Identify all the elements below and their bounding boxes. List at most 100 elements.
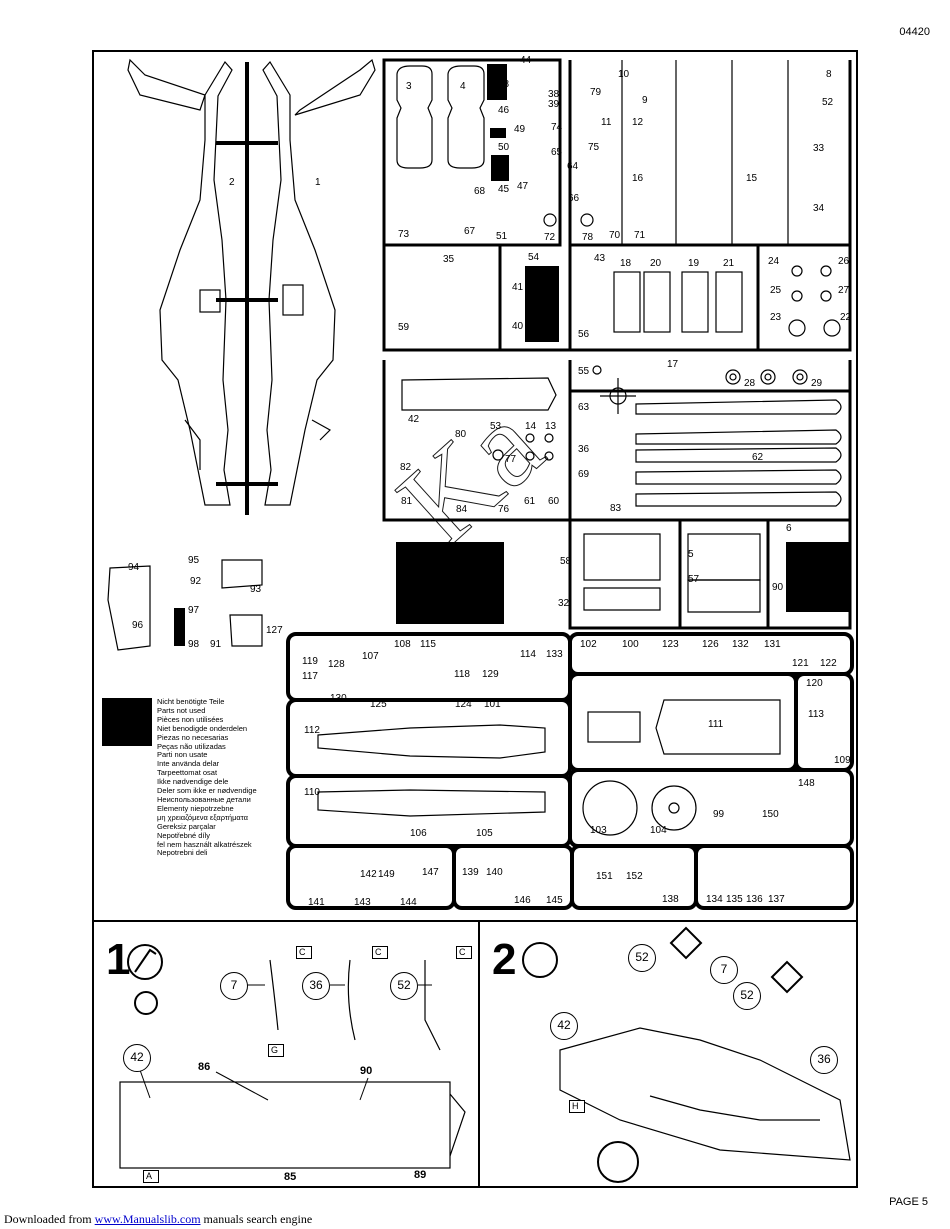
legend-item: Niet benodigde onderdelen — [157, 723, 248, 733]
part-number-label: 78 — [582, 232, 594, 243]
part-number-label: 34 — [813, 203, 825, 214]
part-number-label: 33 — [813, 143, 825, 154]
part-number-label: 80 — [455, 429, 467, 440]
part-number-label: 70 — [609, 230, 621, 241]
part-number-label: 26 — [838, 256, 850, 267]
part-number-label: 71 — [634, 230, 646, 241]
part-number-label: 55 — [578, 366, 590, 377]
part-number-label: 74 — [551, 122, 563, 133]
part-label-90: 90 — [360, 1065, 373, 1077]
callout-part-7: 7 — [220, 972, 248, 1000]
part-number-label: 79 — [590, 87, 602, 98]
legend-item: μη χρειαζόμενα εξαρτήματα — [157, 812, 248, 822]
legend-item: Piezas no necesarias — [157, 732, 229, 742]
part-number-label: 2 — [229, 177, 235, 188]
part-number-label: 141 — [308, 897, 325, 908]
part-number-label: 32 — [558, 598, 570, 609]
part-number-label: 29 — [811, 378, 823, 389]
part-number-label: 11 — [601, 117, 612, 128]
part-number-label: 9 — [642, 95, 648, 106]
part-number-label: 150 — [762, 809, 779, 820]
part-number-label: 51 — [496, 231, 508, 242]
part-number-label: 6 — [786, 523, 792, 534]
part-number-label: 42 — [408, 414, 420, 425]
page-number: PAGE 5 — [889, 1196, 928, 1208]
legend-item: Deler som ikke er nødvendige — [157, 786, 257, 796]
legend-item: Nepotřebné díly — [157, 830, 210, 840]
decal-tag-h: H — [569, 1100, 585, 1113]
part-number-label: 28 — [744, 378, 756, 389]
part-number-label: 62 — [752, 452, 764, 463]
part-number-label: 57 — [688, 574, 700, 585]
part-number-label: 136 — [746, 894, 763, 905]
part-number-label: 24 — [768, 256, 780, 267]
part-number-label: 118 — [454, 669, 470, 680]
part-number-label: 115 — [420, 639, 436, 650]
part-number-label: 40 — [512, 321, 524, 332]
part-number-label: 48 — [498, 79, 510, 90]
part-number-label: 59 — [398, 322, 410, 333]
part-number-label: 50 — [498, 142, 510, 153]
part-number-label: 137 — [768, 894, 785, 905]
part-number-label: 69 — [578, 469, 590, 480]
legend-item: Parti non usate — [157, 750, 208, 760]
callout-part-7: 7 — [710, 956, 738, 984]
part-number-label: 149 — [378, 869, 395, 880]
manualslib-link[interactable]: www.Manualslib.com — [94, 1212, 201, 1226]
part-number-label: 72 — [544, 232, 556, 243]
part-number-label: 23 — [770, 312, 782, 323]
part-number-label: 126 — [702, 639, 719, 650]
part-number-label: 27 — [838, 285, 850, 296]
steps-vertical-divider — [478, 920, 480, 1188]
document-code: 04420 — [899, 26, 930, 38]
decal-tag-g: G — [268, 1044, 284, 1057]
step-2-number: 2 — [492, 935, 517, 984]
part-number-label: 81 — [401, 496, 413, 507]
part-number-label: 3 — [406, 81, 412, 92]
part-number-label: 39 — [548, 99, 560, 110]
part-number-label: 104 — [650, 825, 667, 836]
part-number-label: 22 — [840, 312, 852, 323]
part-number-label: 109 — [834, 755, 851, 766]
part-number-label: 121 — [792, 658, 809, 669]
callout-part-52: 52 — [628, 944, 656, 972]
part-number-label: 35 — [443, 254, 455, 265]
part-number-label: 97 — [188, 605, 200, 616]
part-number-label: 103 — [590, 825, 607, 836]
legend-item: Ikke nødvendige dele — [157, 777, 229, 787]
legend-item: Pièces non utilisées — [157, 714, 224, 724]
part-number-label: 73 — [398, 229, 410, 240]
step-1-number: 1 — [106, 935, 131, 984]
part-number-label: 76 — [498, 504, 510, 515]
part-number-label: 152 — [626, 871, 643, 882]
part-number-label: 45 — [498, 184, 510, 195]
part-number-label: 138 — [662, 894, 679, 905]
part-number-label: 102 — [580, 639, 597, 650]
part-number-label: 43 — [594, 253, 606, 264]
part-number-label: 46 — [498, 105, 510, 116]
part-number-label: 144 — [400, 897, 417, 908]
part-number-label: 61 — [524, 496, 536, 507]
part-number-label: 68 — [474, 186, 486, 197]
part-number-label: 120 — [806, 678, 823, 689]
part-number-label: 131 — [764, 639, 781, 650]
footer-suffix: manuals search engine — [203, 1212, 313, 1226]
part-number-label: 134 — [706, 894, 723, 905]
part-number-label: 64 — [567, 161, 579, 172]
part-number-label: 53 — [490, 421, 502, 432]
part-number-label: 110 — [304, 787, 320, 798]
part-number-label: 60 — [548, 496, 560, 507]
legend-item: Peças não utilizadas — [157, 741, 226, 751]
part-number-label: 93 — [250, 584, 262, 595]
legend-item: fel nem használt alkatrészek — [157, 839, 252, 849]
part-number-label: 117 — [302, 671, 318, 682]
part-number-label: 17 — [667, 359, 679, 370]
part-number-label: 95 — [188, 555, 200, 566]
part-number-label: 129 — [482, 669, 499, 680]
callout-part-42: 42 — [123, 1044, 151, 1072]
footer-prefix: Downloaded from — [4, 1212, 92, 1226]
part-number-label: 66 — [568, 193, 580, 204]
legend-item: Nicht benötigte Teile — [157, 697, 225, 706]
part-number-label: 13 — [545, 421, 557, 432]
